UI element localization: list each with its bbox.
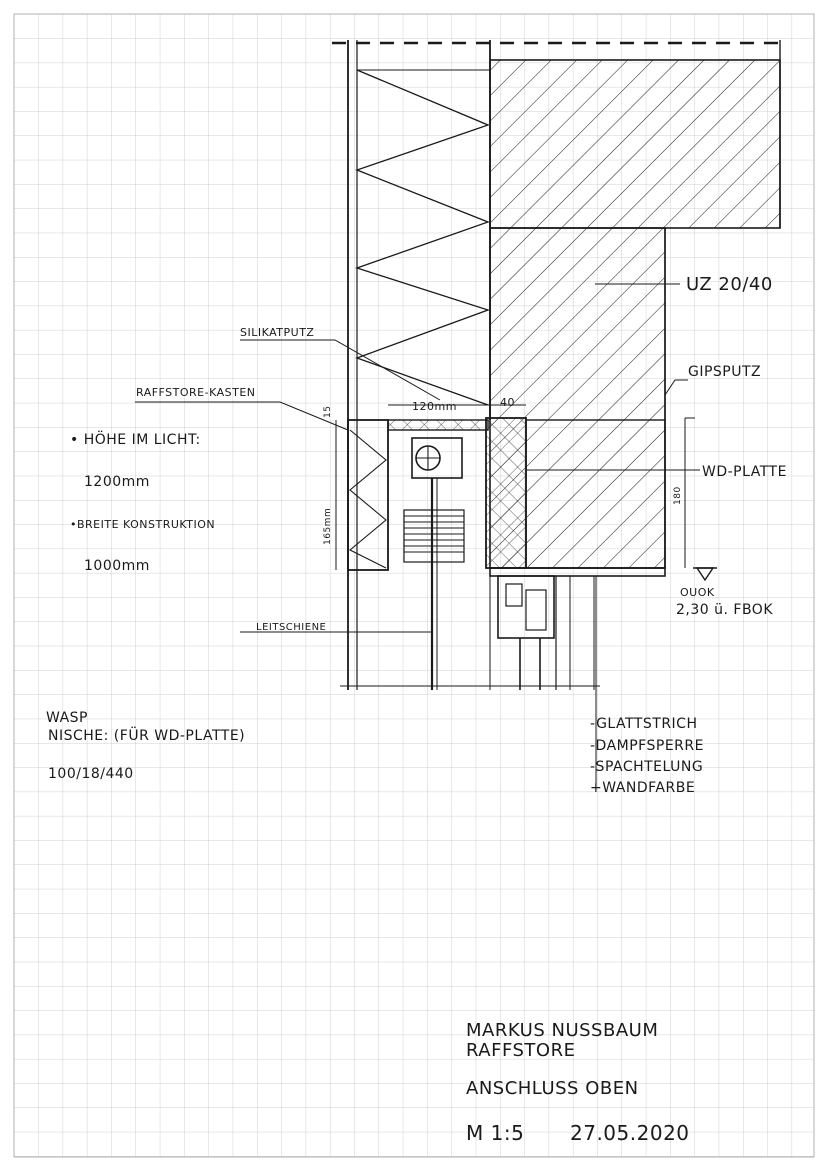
level-line1: OUOK [680, 586, 715, 599]
level-line2: 2,30 ü. FBOK [676, 602, 773, 618]
note-nische: NISCHE: (FÜR WD-PLATTE) [48, 726, 245, 744]
note-hoehe-value: 1200mm [84, 474, 150, 490]
dim-180: 180 [673, 486, 683, 505]
note-hoehe-label: • HÖHE IM LICHT: [70, 430, 201, 448]
label-raffstore-kasten: RAFFSTORE-KASTEN [136, 386, 256, 399]
layer-item: -GLATTSTRICH [590, 716, 697, 732]
note-nische-value: 100/18/440 [48, 766, 134, 782]
label-leitschiene: LEITSCHIENE [256, 622, 326, 633]
layer-item: -SPACHTELUNG [590, 759, 703, 775]
title-scale: M 1:5 [466, 1121, 524, 1145]
layer-list: -GLATTSTRICH -DAMPFSPERRE -SPACHTELUNG +… [590, 716, 704, 796]
layer-item: +WANDFARBE [590, 780, 695, 796]
layer-item: -DAMPFSPERRE [590, 738, 704, 754]
label-uz: UZ 20/40 [686, 274, 773, 295]
grid-border [13, 13, 815, 1158]
leader-lines [135, 283, 700, 790]
title-subject: RAFFSTORE [466, 1040, 575, 1061]
dim-40: 40 [500, 396, 515, 409]
masonry-wall-upper [489, 59, 781, 229]
window-frame [489, 567, 666, 690]
note-breite-label: •BREITE KONSTRUKTION [70, 518, 215, 531]
lamella-stack [403, 509, 465, 563]
label-wd-platte: WD-PLATTE [702, 464, 787, 480]
dim-15: 15 [323, 406, 333, 418]
note-breite-value: 1000mm [84, 558, 150, 574]
note-wasp: WASP [46, 710, 88, 726]
level-marker-icon [693, 567, 717, 582]
dim-120mm: 120mm [412, 400, 457, 413]
facade-insulation [347, 40, 491, 690]
title-date: 27.05.2020 [570, 1121, 690, 1145]
dim-165mm: 165mm [323, 508, 333, 545]
label-silikatputz: SILIKATPUTZ [240, 326, 314, 339]
title-author: MARKUS NUSSBAUM [466, 1020, 658, 1041]
title-block: MARKUS NUSSBAUM RAFFSTORE ANSCHLUSS OBEN… [466, 1020, 690, 1145]
label-gipsputz: GIPSPUTZ [688, 364, 761, 380]
title-detail: ANSCHLUSS OBEN [466, 1078, 639, 1099]
